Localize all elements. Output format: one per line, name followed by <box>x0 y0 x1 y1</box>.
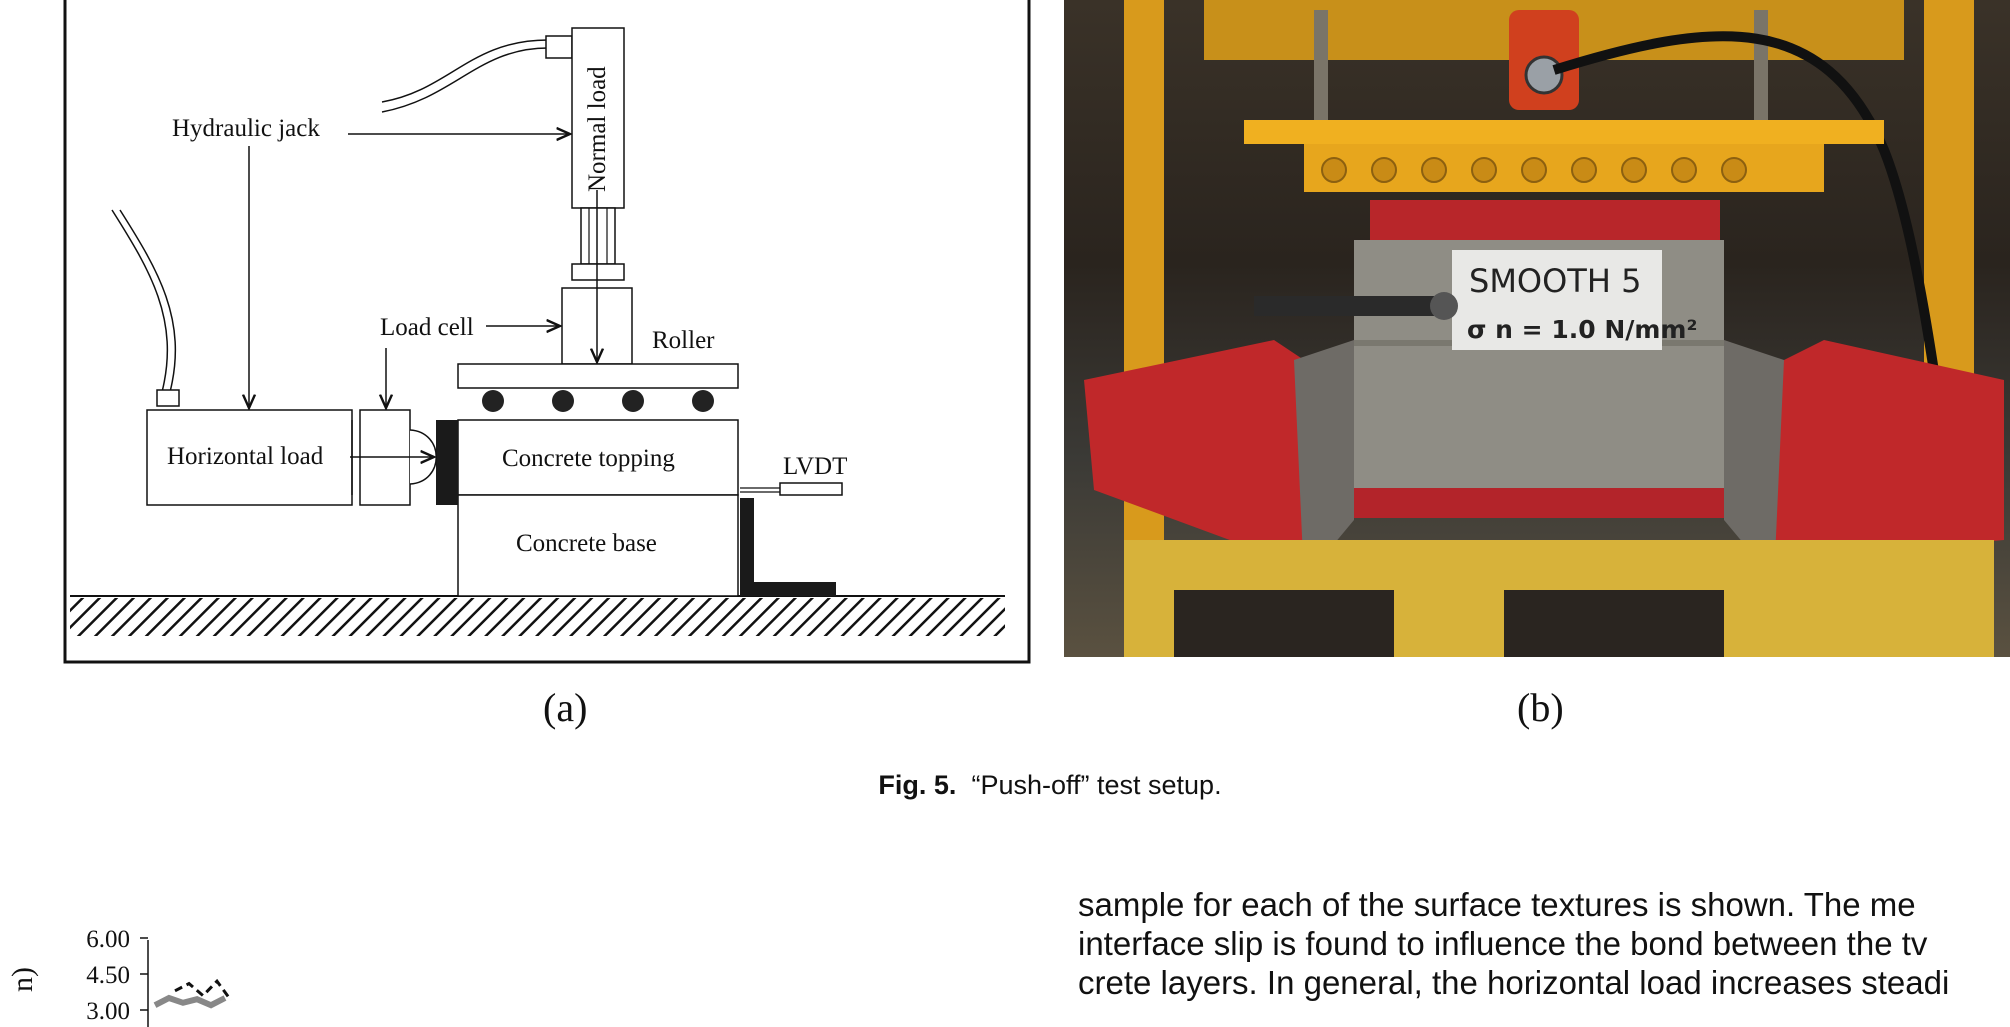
body-text: sample for each of the surface textures … <box>1078 885 2010 1002</box>
lvdt-sensor <box>1254 296 1434 316</box>
hose-top <box>381 39 549 103</box>
jack-plate <box>571 263 625 281</box>
roller-label: Roller <box>652 327 715 354</box>
chart-series-line <box>153 994 227 1009</box>
hose-left <box>111 209 169 393</box>
threaded-rod-1 <box>1314 10 1328 130</box>
concrete-base-label: Concrete base <box>516 530 657 557</box>
roller-hole <box>1371 157 1397 183</box>
load-cell-label: Load cell <box>380 314 474 341</box>
roller-hole <box>1321 157 1347 183</box>
test-rig-photo-drawing: SMOOTH 5 σ n = 1.0 N/mm² <box>1084 0 2004 657</box>
red-top-plate <box>1370 200 1720 240</box>
test-rig-photo: SMOOTH 5 σ n = 1.0 N/mm² <box>1064 0 2010 657</box>
subcaption-a: (a) <box>543 685 588 730</box>
lvdt-label: LVDT <box>783 453 847 480</box>
roller-2 <box>552 390 574 412</box>
y-tick-label: 4.50 <box>86 962 130 989</box>
red-base-plate <box>1344 488 1734 518</box>
threaded-rod-2 <box>1754 10 1768 130</box>
figure-caption-text: “Push-off” test setup. <box>971 770 1222 800</box>
jack-piston <box>580 207 616 265</box>
yellow-load-plate <box>1244 120 1884 144</box>
roller-hole <box>1521 157 1547 183</box>
roller-hole <box>1671 157 1697 183</box>
y-tick-label: 3.00 <box>86 998 130 1025</box>
roller-hole <box>1471 157 1497 183</box>
body-text-line: crete layers. In general, the horizontal… <box>1078 964 1950 1001</box>
sign-stress: σ n = 1.0 N/mm² <box>1467 315 1697 344</box>
yellow-base-slot-left <box>1174 590 1394 657</box>
roller-4 <box>692 390 714 412</box>
concrete-base-block <box>457 494 739 597</box>
grey-angle-right <box>1724 340 1784 580</box>
normal-load-jack <box>571 27 625 209</box>
jack-gauge <box>1524 55 1564 95</box>
concrete-topping-block <box>457 419 739 496</box>
normal-load-label: Normal load <box>584 66 611 192</box>
horizontal-load-jack <box>146 409 353 506</box>
lvdt-body <box>779 482 843 496</box>
body-text-line: sample for each of the surface textures … <box>1078 886 1916 923</box>
lvdt-tip <box>1430 292 1458 320</box>
red-side-frame-right <box>1744 340 2004 560</box>
ground-hatch <box>70 598 1005 636</box>
specimen-sign <box>1452 250 1662 350</box>
roller-plate <box>457 363 739 389</box>
hydraulic-jack-label: Hydraulic jack <box>172 115 320 142</box>
hose-fitting-left <box>156 389 180 407</box>
body-text-line: interface slip is found to influence the… <box>1078 925 1928 962</box>
hose-top-inner <box>381 47 549 113</box>
chart-series <box>153 978 233 1009</box>
hose-left-inner <box>119 209 177 393</box>
roller-1 <box>482 390 504 412</box>
bracket-vertical <box>740 498 754 596</box>
y-axis-label-fragment: n) <box>6 967 39 992</box>
push-off-schematic: Normal load Roller Concrete topping Conc… <box>63 0 1031 664</box>
roller-holes <box>1321 157 1747 183</box>
hose-fitting-top <box>545 35 573 59</box>
roller-hole <box>1571 157 1597 183</box>
roller-hole <box>1721 157 1747 183</box>
figure-caption-label: Fig. 5. <box>878 770 957 800</box>
horizontal-load-label: Horizontal load <box>167 443 324 470</box>
bracket-horizontal <box>740 582 836 596</box>
y-tick-label: 6.00 <box>86 926 130 953</box>
grey-angle-left <box>1294 340 1354 580</box>
subcaption-b: (b) <box>1517 685 1564 730</box>
roller-3 <box>622 390 644 412</box>
shear-chart-fragment: n) 6.00 4.50 3.00 <box>6 926 233 1027</box>
roller-hole <box>1621 157 1647 183</box>
concrete-topping-label: Concrete topping <box>502 445 675 472</box>
loading-plate <box>436 420 458 505</box>
red-side-frame-left <box>1084 340 1334 560</box>
figure-caption: Fig. 5. “Push-off” test setup. <box>0 770 2010 801</box>
yellow-base-slot-right <box>1504 590 1724 657</box>
roller-hole <box>1421 157 1447 183</box>
y-axis-ticks: 6.00 4.50 3.00 <box>86 926 148 1025</box>
sign-title: SMOOTH 5 <box>1469 262 1641 300</box>
